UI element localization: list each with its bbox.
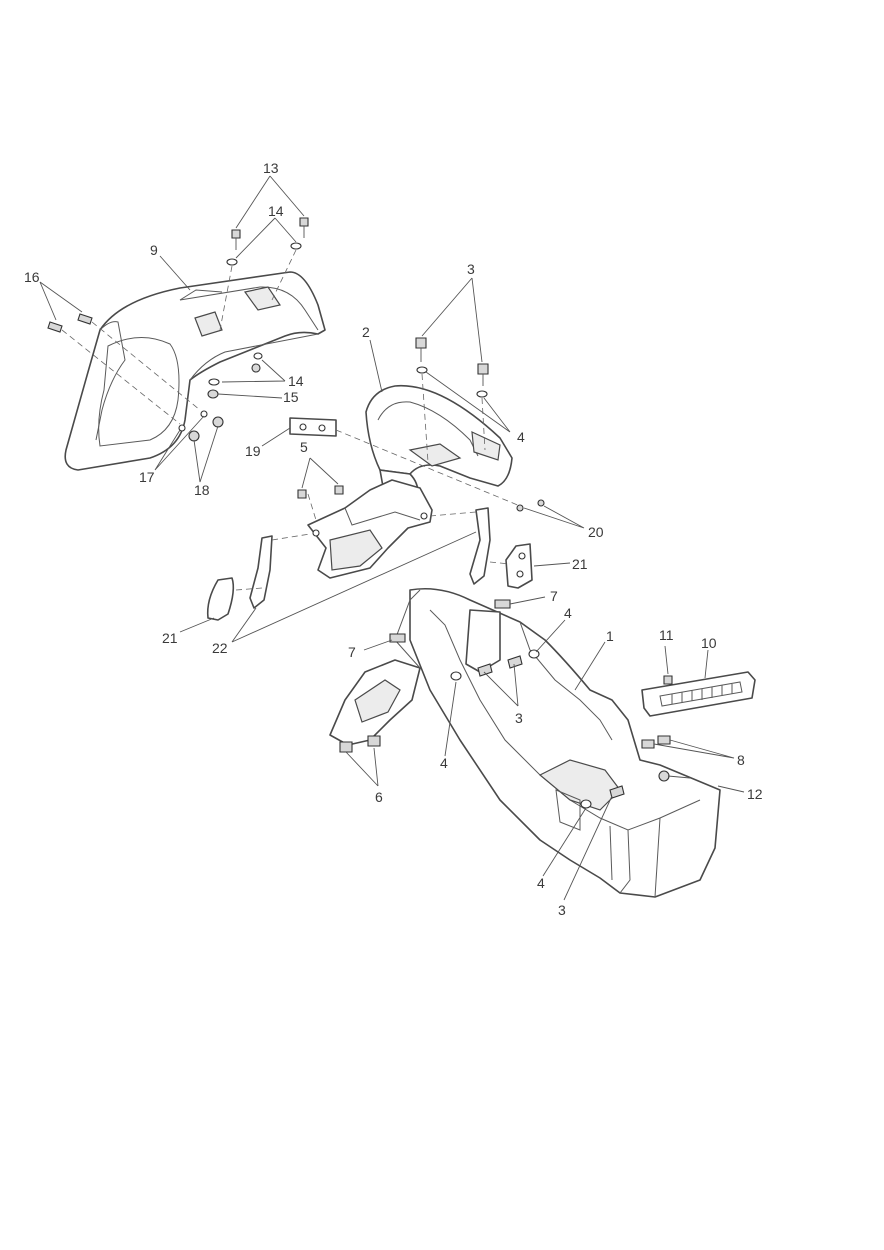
callout-18: 18 [194, 482, 210, 498]
callout-7: 7 [348, 644, 356, 660]
leader-lines [39, 175, 745, 901]
callout-21: 21 [162, 630, 178, 646]
callout-17: 17 [139, 469, 155, 485]
callout-8: 8 [737, 752, 745, 768]
callout-15: 15 [283, 389, 299, 405]
callout-4: 4 [537, 875, 545, 891]
callout-4: 4 [517, 429, 525, 445]
callout-3: 3 [558, 902, 566, 918]
assembly-lines [61, 249, 521, 591]
part-10-reflector-bar [641, 671, 756, 717]
callout-16: 16 [24, 269, 40, 285]
callout-9: 9 [150, 242, 158, 258]
callout-1: 1 [606, 628, 614, 644]
callout-2: 2 [362, 324, 370, 340]
callout-10: 10 [701, 635, 717, 651]
callout-21: 21 [572, 556, 588, 572]
part-22-brackets [249, 507, 491, 609]
callout-20: 20 [588, 524, 604, 540]
callout-3: 3 [515, 710, 523, 726]
callout-3: 3 [467, 261, 475, 277]
part-21-pads [206, 543, 533, 621]
light-bracket [307, 479, 433, 579]
callout-12: 12 [747, 786, 763, 802]
callout-13: 13 [263, 160, 279, 176]
callout-labels: 1 2 3 3 3 4 4 4 4 5 6 7 7 8 9 10 11 12 1… [24, 160, 763, 918]
callout-14: 14 [268, 203, 284, 219]
callout-5: 5 [300, 439, 308, 455]
part-19-plate [289, 417, 337, 437]
callout-22: 22 [212, 640, 228, 656]
callout-6: 6 [375, 789, 383, 805]
callout-7: 7 [550, 588, 558, 604]
callout-19: 19 [245, 443, 261, 459]
callout-14: 14 [288, 373, 304, 389]
callout-4: 4 [564, 605, 572, 621]
part-9-rear-cowl [64, 271, 326, 471]
callout-11: 11 [659, 627, 674, 643]
callout-4: 4 [440, 755, 448, 771]
